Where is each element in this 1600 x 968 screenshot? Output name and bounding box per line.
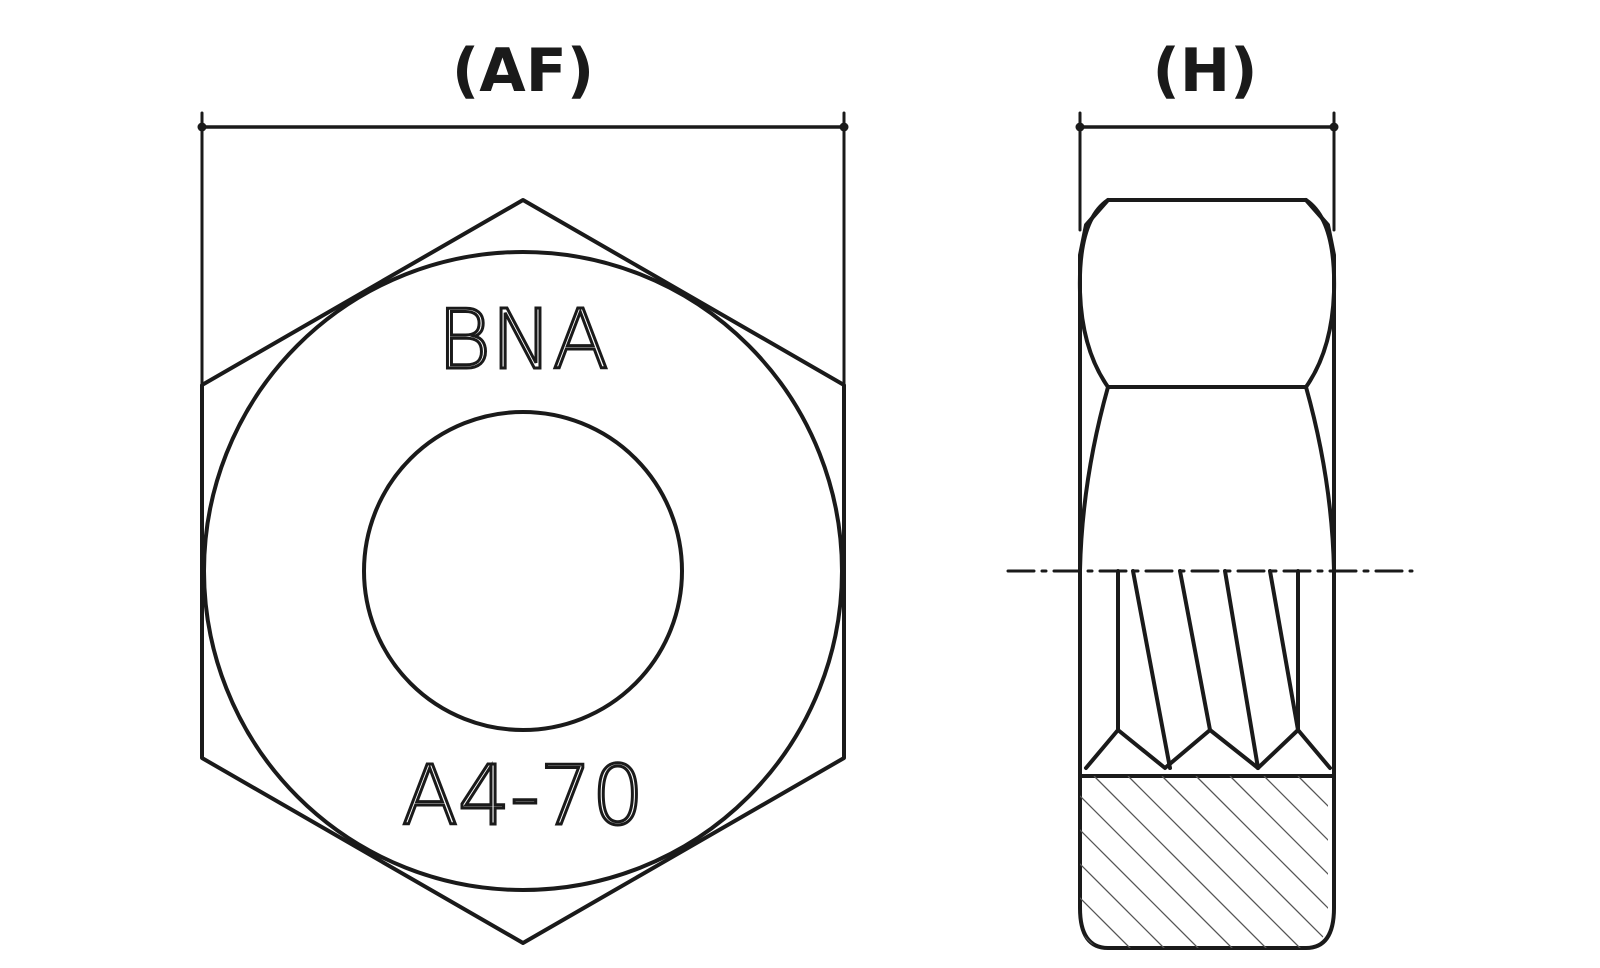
hatch-line (856, 776, 1036, 956)
thread-crest-1 (1131, 569, 1172, 770)
hatch-line (1502, 776, 1600, 956)
thread-section (1084, 569, 1332, 770)
af-dimension-label: (AF) (452, 36, 594, 106)
thread-crest-4 (1268, 569, 1300, 732)
af-dimension: (AF) (197, 36, 849, 390)
hatch-line (1080, 776, 1139, 948)
hatch-line (1080, 776, 1105, 948)
bore-hole-circle (362, 410, 684, 732)
hatch-line (1400, 776, 1580, 956)
hatch-line (1093, 776, 1275, 948)
hatch-line (1297, 776, 1328, 948)
upper-flank-right (1304, 198, 1337, 389)
front-view: (AF) BNA A4-70 (197, 36, 849, 945)
hatch-line (1434, 776, 1600, 956)
h-dimension: (H) (1075, 36, 1339, 232)
lower-flank-left (1078, 385, 1110, 572)
hatch-line (1468, 776, 1600, 956)
hatch-line (1161, 776, 1328, 948)
h-dimension-terminator-left (1075, 122, 1085, 132)
hatch-line (1127, 776, 1309, 948)
hatch-line (788, 776, 968, 956)
bearing-face-circle (202, 250, 844, 892)
hatch-line (1080, 776, 1207, 948)
hatch-line (1263, 776, 1328, 948)
section-hatching (788, 776, 1600, 956)
hatch-line (1332, 776, 1512, 956)
h-dimension-label: (H) (1152, 36, 1257, 106)
thread-crest-3 (1223, 569, 1260, 770)
hatch-line (1080, 776, 1173, 948)
hatch-line (1080, 776, 1241, 948)
lower-flank-right (1304, 385, 1336, 572)
hatch-line (1366, 776, 1546, 956)
side-view: (H) (788, 36, 1600, 956)
thread-crest-2 (1178, 569, 1212, 732)
hatch-line (890, 776, 1070, 956)
upper-flank-left (1077, 198, 1110, 389)
hatch-line (1195, 776, 1328, 948)
af-dimension-terminator-left (197, 122, 207, 132)
af-dimension-terminator-right (839, 122, 849, 132)
property-class-marking: A4-70 (402, 749, 644, 844)
hatch-line (1229, 776, 1328, 948)
hexagon-outline (200, 198, 846, 945)
hatch-line (822, 776, 1002, 956)
h-dimension-terminator-right (1329, 122, 1339, 132)
manufacturer-marking: BNA (437, 293, 608, 388)
thread-teeth-profile (1084, 728, 1332, 770)
side-outer-outline (1078, 198, 1336, 950)
